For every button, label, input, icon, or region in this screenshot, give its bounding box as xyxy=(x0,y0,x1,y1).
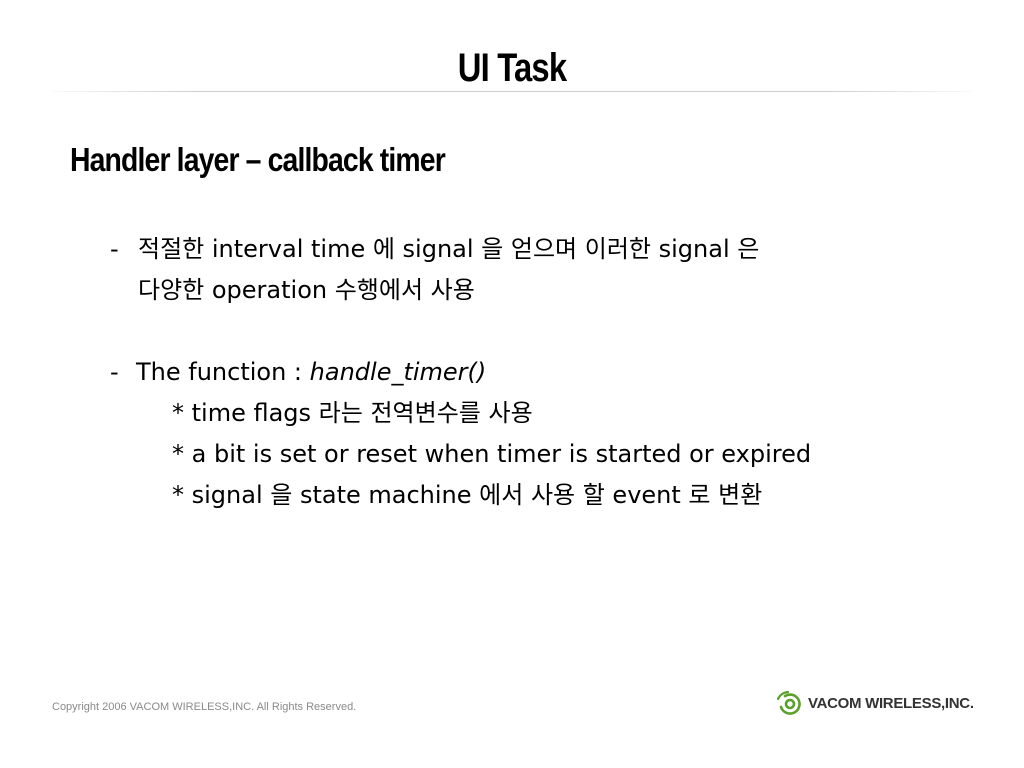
vacom-swirl-logo-icon xyxy=(776,690,801,715)
title-divider xyxy=(52,91,972,92)
logo-wordmark: VACOM WIRELESS,INC. xyxy=(808,694,974,712)
bullet-1-line-2: 다양한 operation 수행에서 사용 xyxy=(138,276,475,304)
bullet-1-dash: - xyxy=(110,235,119,263)
copyright-notice: Copyright 2006 VACOM WIRELESS,INC. All R… xyxy=(52,701,357,713)
company-logo: VACOM WIRELESS,INC. xyxy=(776,688,974,718)
function-name: handle_timer() xyxy=(309,358,487,386)
subitem-time-flags: * time flags 라는 전역변수를 사용 xyxy=(172,399,533,427)
bullet-2-line: The function : handle_timer() xyxy=(136,352,486,393)
subitem-bit-set: * a bit is set or reset when timer is st… xyxy=(172,440,812,468)
subitem-signal-event: * signal 을 state machine 에서 사용 할 event 로… xyxy=(172,481,763,509)
bullet-2-prefix: The function : xyxy=(136,358,310,386)
bullet-1-line-1: 적절한 interval time 에 signal 을 얻으며 이러한 sig… xyxy=(138,235,760,263)
slide-subtitle: Handler layer – callback timer xyxy=(70,141,446,178)
slide-title: UI Task xyxy=(457,46,567,90)
bullet-2-dash: - xyxy=(110,358,119,386)
